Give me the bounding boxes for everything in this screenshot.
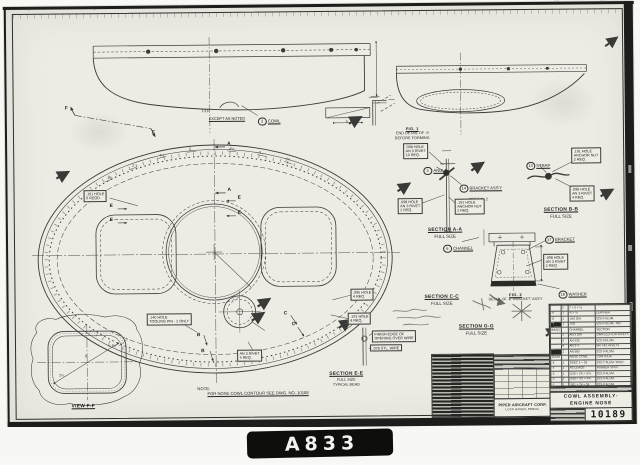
section-letter-f: F (151, 130, 155, 136)
rim-dim: 3 (259, 150, 262, 155)
section-letter-e: E (109, 203, 113, 210)
company-location: LOCK HAVEN, PENNA. (505, 406, 540, 412)
company-box: PIPER AIRCRAFT CORP. LOCK HAVEN, PENNA. (493, 397, 552, 418)
scale-date-cells (549, 407, 587, 422)
drawing-number: 10189 (590, 408, 627, 420)
section-letter-c: C (283, 311, 288, 317)
rim-dim: 4⅛ (229, 146, 235, 151)
ff-dim: ¾ R (107, 343, 115, 349)
rim-dim: 1½ (285, 157, 291, 162)
note-text: FOR NOSE COWL CONTOUR SEE DWG. NO. 10188 (207, 390, 309, 397)
frame-id-text: A833 (284, 431, 360, 456)
section-letter-b: B (196, 333, 201, 339)
section-letter-c: C (291, 322, 296, 328)
view-ff-label: VIEW F-F (71, 404, 96, 410)
section-letter-e: E (109, 217, 114, 224)
edge-scratch (628, 165, 632, 174)
approval-grid (493, 367, 552, 400)
section-letter-b: B (201, 349, 205, 355)
wedge-dim: 5 (345, 119, 348, 124)
tolerance-note: 1/16 (201, 109, 209, 114)
except-note: EXCEPT AS NOTED (208, 115, 246, 122)
ruler-mark: 4 9 (553, 0, 559, 4)
part-number-bubble: 2 (257, 117, 267, 126)
rim-dim: 5 (189, 147, 192, 152)
section-letter-f: F (64, 106, 68, 112)
callout-wire: .078 STL. WIRE (370, 344, 402, 352)
rim-dim: 4½ (159, 153, 165, 158)
fig2-label: FIG. 2 DETAIL OF -8 "BRACKET" ASS'Y (488, 292, 543, 302)
ff-dim: 8 (85, 354, 88, 359)
section-letter-a: A (227, 187, 232, 193)
fig1-label: FIG. 1 END DETAIL OF -9 BEFORE FORMING (395, 126, 430, 141)
ruler-mark: 6 (417, 2, 420, 7)
ruler-mark: 4 (27, 7, 30, 12)
ruler-mark: 4 8 (599, 0, 605, 4)
revision-standards-block (431, 353, 495, 418)
frame-id-badge: A833 (246, 428, 394, 459)
section-letter-e: E (237, 195, 241, 201)
section-letter-e: E (237, 210, 241, 216)
ruler-mark: M (179, 5, 183, 10)
edge-scratch (628, 245, 633, 252)
ruler-mark: M (92, 7, 96, 12)
film-strip: A833 (0, 427, 640, 462)
rim-dim: 1¾ (107, 175, 113, 181)
rim-dim: 2 (132, 163, 135, 168)
ff-dim: 2¼ (59, 373, 65, 378)
drawing-number-box: 10189 (584, 407, 633, 422)
